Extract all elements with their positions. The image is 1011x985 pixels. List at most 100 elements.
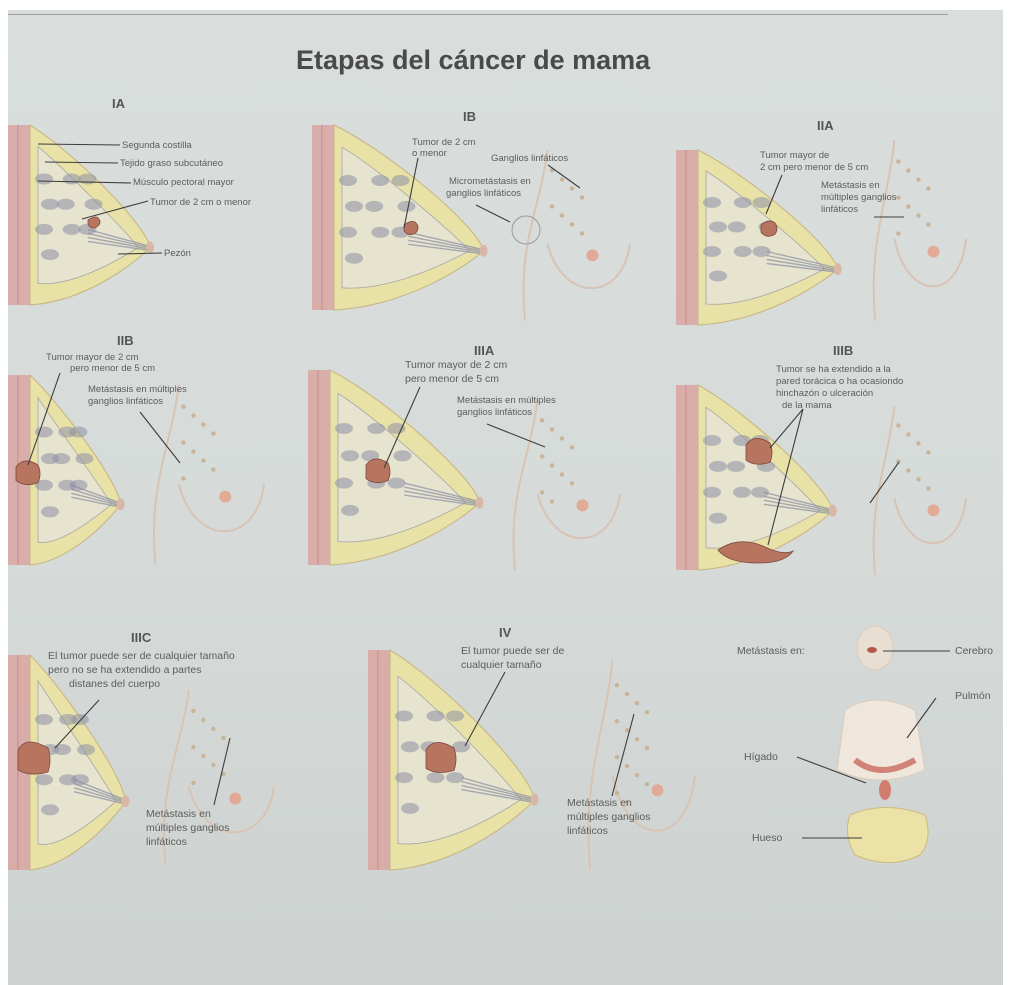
areola xyxy=(587,249,599,261)
label-tumor-iv-line1: El tumor puede ser de xyxy=(461,645,564,658)
lobule xyxy=(709,222,727,233)
lobule xyxy=(53,744,71,755)
lymph-node xyxy=(635,773,639,777)
areola xyxy=(577,499,589,511)
lobule xyxy=(734,197,752,208)
lymph-node xyxy=(916,441,920,445)
chest-wall xyxy=(676,150,698,325)
stage-heading-iib: IIB xyxy=(117,333,134,348)
label-tumor-iiic-line1: El tumor puede ser de cualquier tamaño xyxy=(48,650,235,663)
chest-wall xyxy=(368,650,390,870)
body-illustration-iv xyxy=(575,660,735,875)
label-liver: Hígado xyxy=(744,751,778,764)
label-second-rib: Segunda costilla xyxy=(122,140,192,152)
lymph-node xyxy=(926,222,930,226)
lobule xyxy=(41,804,59,815)
lobule xyxy=(345,201,363,212)
lymph-node xyxy=(906,204,910,208)
lobule xyxy=(35,714,53,725)
lymph-node xyxy=(201,458,205,462)
lobule xyxy=(41,506,59,517)
lymph-node xyxy=(615,755,619,759)
lymph-node xyxy=(191,709,195,713)
lobule xyxy=(709,513,727,524)
lobule xyxy=(339,227,357,238)
nipple xyxy=(480,245,488,257)
lobule xyxy=(728,222,746,233)
label-micrometastasis-line2: ganglios linfáticos xyxy=(446,188,521,200)
label-metastasis-iib-line2: ganglios linfáticos xyxy=(88,396,163,408)
lymph-node xyxy=(645,782,649,786)
lobule xyxy=(733,487,751,498)
lymph-node xyxy=(540,454,544,458)
lobule xyxy=(727,461,745,472)
nipple xyxy=(531,794,539,806)
lymph-node xyxy=(625,764,629,768)
chest-wall xyxy=(312,125,334,310)
lymph-node xyxy=(570,186,574,190)
lymph-node xyxy=(201,422,205,426)
lobule xyxy=(35,774,53,785)
lymph-node xyxy=(580,195,584,199)
lymph-node xyxy=(211,467,215,471)
lymph-node xyxy=(625,692,629,696)
lymph-node xyxy=(645,710,649,714)
lymph-node xyxy=(906,168,910,172)
label-tumor-ib-line2: o menor xyxy=(412,148,447,160)
lymph-node xyxy=(560,213,564,217)
label-tumor-iiic-line3: distanes del cuerpo xyxy=(69,678,160,691)
label-tumor-iiia-line1: Tumor mayor de 2 cm xyxy=(405,359,507,372)
label-tumor-iiib-line1: Tumor se ha extendido a la xyxy=(776,364,891,376)
nipple xyxy=(122,795,130,807)
lobule xyxy=(703,435,721,446)
lymph-node xyxy=(896,423,900,427)
lobule xyxy=(734,246,752,257)
nipple xyxy=(117,498,125,510)
pelvis xyxy=(847,808,928,863)
breast-illustration-iia xyxy=(676,150,856,330)
lobule xyxy=(76,453,94,464)
lobule xyxy=(709,271,727,282)
lymph-node xyxy=(926,186,930,190)
lobule xyxy=(371,227,389,238)
tumor xyxy=(761,221,777,236)
torso-outline xyxy=(513,400,620,570)
lobule xyxy=(77,744,95,755)
lobule xyxy=(41,249,59,260)
tumor xyxy=(426,742,456,772)
label-subcutaneous-fat: Tejido graso subcutáneo xyxy=(120,158,223,170)
lymph-node xyxy=(211,431,215,435)
stage-heading-iv: IV xyxy=(499,625,511,640)
lobule xyxy=(335,478,353,489)
label-metastasis-iiic-line1: Metástasis en xyxy=(146,808,211,821)
label-metastasis-iv-line1: Metástasis en xyxy=(567,797,632,810)
lobule xyxy=(41,199,59,210)
lymph-node xyxy=(201,718,205,722)
kidney xyxy=(879,780,891,800)
lymph-node xyxy=(570,222,574,226)
stage-heading-ib: IB xyxy=(463,109,476,124)
lobule xyxy=(709,461,727,472)
skeleton-organs-illustration xyxy=(825,620,960,890)
lobule xyxy=(335,423,353,434)
chest-wall xyxy=(308,370,330,565)
lymph-node xyxy=(896,231,900,235)
lobule xyxy=(341,450,359,461)
lobule xyxy=(35,427,53,438)
lobule xyxy=(367,423,385,434)
lobule xyxy=(70,427,88,438)
lymph-node xyxy=(645,746,649,750)
chest-wall xyxy=(8,125,30,305)
torso-outline xyxy=(874,140,966,320)
lymph-node xyxy=(896,459,900,463)
page-rule xyxy=(8,14,948,15)
lymph-node xyxy=(191,413,195,417)
lymph-node xyxy=(181,440,185,444)
lobule xyxy=(398,201,416,212)
areola xyxy=(928,246,940,258)
tumor xyxy=(746,438,772,464)
label-metastasis-heading: Metástasis en: xyxy=(737,645,805,658)
lymph-node xyxy=(201,754,205,758)
lymph-node xyxy=(635,737,639,741)
label-tumor-iib-line2: pero menor de 5 cm xyxy=(70,363,155,375)
